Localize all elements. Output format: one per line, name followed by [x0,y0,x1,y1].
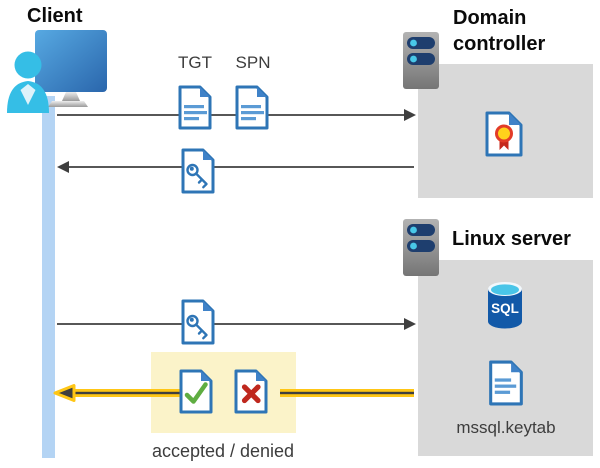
result-label: accepted / denied [151,441,295,461]
keytab-document-icon [489,360,523,406]
check-icon [184,382,208,404]
linux-server-label: Linux server [452,228,571,250]
key-glyph [186,163,208,189]
domain-controller-label: Domain controller [453,7,546,55]
result-arrowhead [53,384,76,402]
request-arrowhead-to-dc [404,109,416,121]
reply-arrowhead-from-dc [57,161,69,173]
monitor-stand-base [48,101,88,107]
key-document-icon-linux [181,299,215,345]
person-icon [7,51,49,113]
denied-document-icon [234,369,268,414]
sql-database-icon: SQL [488,282,522,329]
accepted-document-icon [179,369,213,414]
keytab-file-label: mssql.keytab [456,418,556,437]
key-glyph [186,314,208,340]
tgt-document-icon [178,85,212,130]
certificate-document-icon [485,111,523,157]
request-arrowhead-to-linux [404,318,416,330]
spn-document-icon [235,85,269,130]
domain-controller-server-icon [403,32,439,89]
result-arrow-highlighted [53,384,414,402]
sql-label: SQL [491,301,519,316]
monitor-icon [35,30,107,92]
cross-icon [241,384,261,404]
reply-arrow-line-from-dc [69,166,414,168]
monitor-stand-neck [62,92,80,101]
key-document-icon-dc [181,148,215,194]
client-label: Client [27,5,83,27]
request-arrow-line-to-linux [57,323,405,325]
linux-server-icon [403,219,439,276]
client-user-workstation-icon [7,30,107,113]
tgt-label: TGT [178,53,212,72]
client-lifeline [42,96,55,458]
request-arrow-line-to-dc [57,114,405,116]
spn-label: SPN [235,53,271,72]
